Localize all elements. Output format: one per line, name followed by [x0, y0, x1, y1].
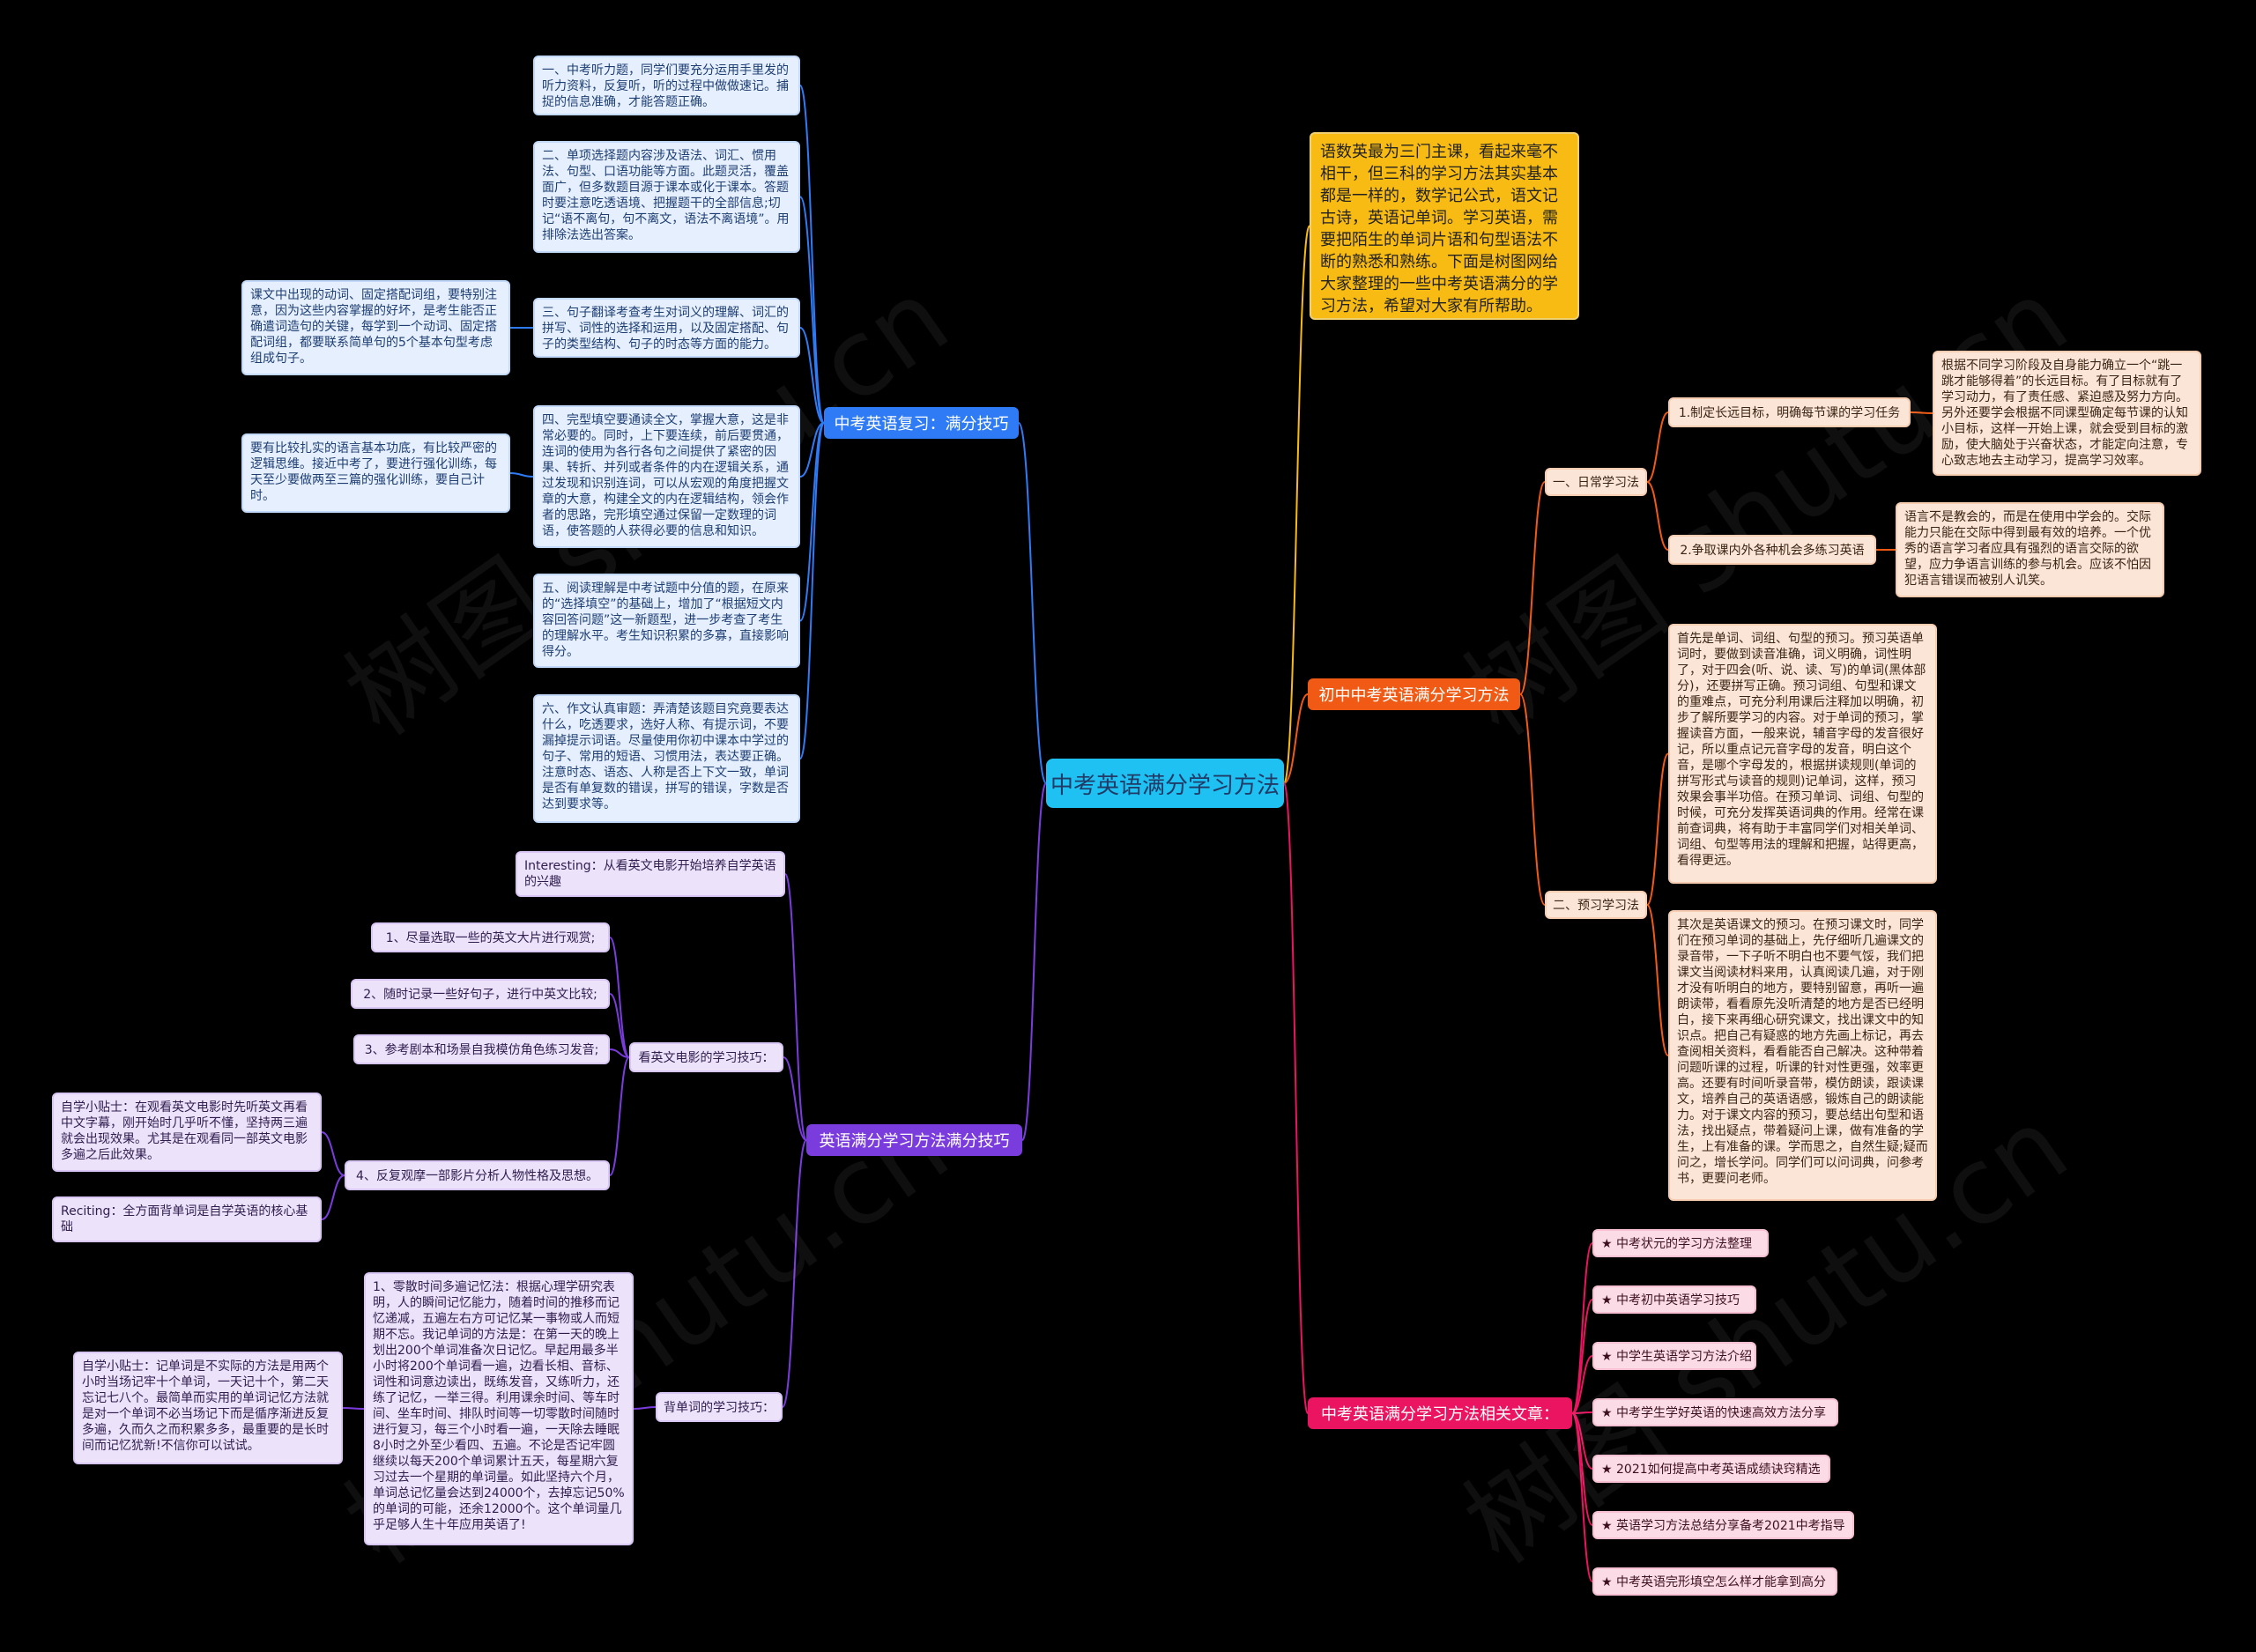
review-item[interactable]: 五、阅读理解是中考试题中分值的题，在原来的“选择填空”的基础上，增加了“根据短文…	[533, 574, 800, 668]
connector-line	[633, 1406, 657, 1410]
connector-line	[321, 1131, 345, 1176]
daily-item-detail[interactable]: 语言不是教会的，而是在使用中学会的。交际能力只能在交际中得到最有效的培养。一个优…	[1896, 502, 2164, 597]
movie-item[interactable]: 2、随时记录一些好句子，进行中英文比较;	[351, 979, 610, 1009]
connector-line	[1283, 225, 1310, 784]
preview-item[interactable]: 首先是单词、词组、句型的预习。预习英语单词时，要做到读音准确，词义明确，词性明了…	[1668, 624, 1937, 884]
branch-junior[interactable]: 初中中考英语满分学习方法	[1308, 678, 1520, 710]
review-item[interactable]: 二、单项选择题内容涉及语法、词汇、惯用法、句型、口语功能等方面。此题灵活，覆盖面…	[533, 141, 800, 253]
daily-item-label[interactable]: 1.制定长远目标，明确每节课的学习任务	[1668, 397, 1911, 427]
review-side-note[interactable]: 要有比较扎实的语言基本功底，有比较严密的逻辑思维。接近中考了，要进行强化训练，每…	[241, 433, 510, 513]
connector-line	[1519, 481, 1546, 695]
review-item[interactable]: 三、句子翻译考查考生对词义的理解、词汇的拼写、词性的选择和运用，以及固定搭配、句…	[533, 298, 800, 358]
connector-line	[1646, 752, 1669, 906]
connector-line	[1519, 693, 1546, 906]
connector-line	[1571, 1355, 1593, 1414]
preview-item[interactable]: 其次是英语课文的预习。在预习课文时，同学们在预习单词的基础上，先仔细听几遍课文的…	[1668, 910, 1937, 1201]
branch-related-articles[interactable]: 中考英语满分学习方法相关文章：	[1308, 1397, 1572, 1429]
connector-line	[609, 937, 630, 1058]
connector-line	[1646, 481, 1669, 551]
connector-line	[609, 1056, 630, 1176]
daily-item-label[interactable]: 2.争取课内外各种机会多练习英语	[1668, 535, 1876, 565]
related-article-link[interactable]: ★ 2021如何提高中考英语成绩诀窍精选	[1592, 1455, 1830, 1483]
connector-line	[799, 327, 825, 424]
movie-item[interactable]: 4、反复观摩一部影片分析人物性格及思想。	[345, 1160, 610, 1190]
words-method-text[interactable]: 1、零散时间多遍记忆法：根据心理学研究表明，人的瞬间记忆能力，随着时间的推移而记…	[364, 1272, 634, 1545]
daily-item-detail[interactable]: 根据不同学习阶段及自身能力确立一个“跳一跳才能够得着”的长远目标。有了目标就有了…	[1933, 351, 2201, 476]
intro-node[interactable]: 语数英最为三门主课，看起来毫不相干，但三科的学习方法其实基本都是一样的，数学记公…	[1310, 132, 1579, 320]
connector-line	[799, 422, 825, 478]
connector-line	[1910, 411, 1933, 414]
related-article-link[interactable]: ★ 中考状元的学习方法整理	[1592, 1229, 1769, 1257]
connector-line	[1018, 422, 1047, 784]
review-item[interactable]: 一、中考听力题，同学们要充分运用手里发的听力资料，反复听，听的过程中做做速记。捕…	[533, 56, 800, 115]
preview-method-label[interactable]: 二、预习学习法	[1545, 891, 1647, 919]
root-node[interactable]: 中考英语满分学习方法	[1046, 759, 1284, 808]
words-tip[interactable]: 自学小贴士：记单词是不实际的方法是用两个小时当场记牢十个单词，一天记十个，第二天…	[73, 1352, 343, 1464]
branch-method[interactable]: 英语满分学习方法满分技巧	[806, 1124, 1022, 1156]
movie-item[interactable]: 3、参考剧本和场景自我模仿角色练习发音;	[353, 1034, 610, 1064]
connector-line	[799, 196, 825, 424]
connector-line	[321, 1174, 345, 1220]
connector-line	[1571, 1412, 1593, 1582]
movie-item[interactable]: 1、尽量选取一些的英文大片进行观赏;	[371, 922, 610, 952]
review-item[interactable]: 六、作文认真审题：弄清楚该题目究竟要表达什么，吃透要求，选好人称、有提示词，不要…	[533, 694, 800, 823]
related-article-link[interactable]: ★ 中考英语完形填空怎么样才能拿到高分	[1592, 1567, 1837, 1596]
connector-line	[1283, 782, 1309, 1414]
connector-line	[783, 1056, 807, 1141]
related-article-link[interactable]: ★ 中考学生学好英语的快速高效方法分享	[1592, 1398, 1838, 1426]
connector-line	[1283, 693, 1309, 784]
movie-tip[interactable]: 自学小贴士：在观看英文电影时先听英文再看中文字幕，刚开始时几乎听不懂，坚持两三遍…	[52, 1093, 322, 1172]
related-article-link[interactable]: ★ 中学生英语学习方法介绍	[1592, 1342, 1756, 1370]
connector-line	[1646, 904, 1669, 1056]
connector-line	[784, 873, 807, 1141]
connector-line	[609, 1048, 630, 1058]
branch-review[interactable]: 中考英语复习：满分技巧	[824, 407, 1019, 439]
method-movie-label[interactable]: 看英文电影的学习技巧：	[629, 1042, 783, 1072]
method-reciting[interactable]: Reciting：全方面背单词是自学英语的核心基础	[52, 1196, 322, 1242]
review-side-note[interactable]: 课文中出现的动词、固定搭配词组，要特别注意，因为这些内容掌握的好坏，是考生能否正…	[241, 280, 510, 375]
connector-line	[799, 422, 825, 622]
connector-line	[799, 422, 825, 759]
daily-method-label[interactable]: 一、日常学习法	[1545, 468, 1647, 496]
connector-line	[342, 1407, 365, 1410]
review-item[interactable]: 四、完型填空要通读全文，掌握大意，这是非常必要的。同时，上下要连续，前后要贯通，…	[533, 405, 800, 548]
related-article-link[interactable]: ★ 英语学习方法总结分享备考2021中考指导	[1592, 1511, 1854, 1539]
connector-line	[1646, 411, 1669, 483]
related-article-link[interactable]: ★ 中考初中英语学习技巧	[1592, 1285, 1756, 1314]
connector-line	[609, 993, 630, 1058]
connector-line	[782, 1139, 807, 1408]
connector-line	[509, 472, 534, 478]
connector-line	[799, 85, 825, 424]
connector-line	[1021, 782, 1047, 1141]
connector-line	[1571, 1299, 1593, 1414]
method-words-label[interactable]: 背单词的学习技巧：	[656, 1392, 783, 1422]
method-interesting[interactable]: Interesting：从看英文电影开始培养自学英语的兴趣	[516, 851, 785, 897]
